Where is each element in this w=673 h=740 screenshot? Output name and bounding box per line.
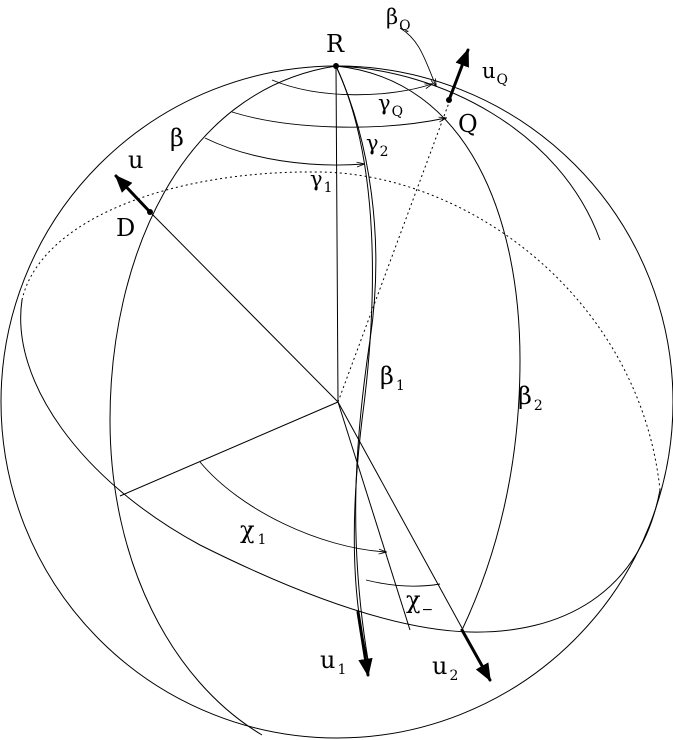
meridian-beta-1-outer [335,65,373,661]
line-center-chi [337,401,411,631]
label-gamma-Q: γQ [378,91,403,120]
vector-u-2 [460,628,492,682]
line-center-u2 [337,401,463,629]
label-D: D [116,214,135,242]
point-Q [446,97,452,103]
arc-gamma-Q [271,79,432,96]
label-R: R [326,30,345,58]
point-R [333,63,339,69]
meridian-beta-2 [335,65,521,631]
line-center-D [149,211,339,403]
vector-u-1 [356,610,373,677]
meridian-beta-1 [335,65,377,661]
meridian-Q [335,65,601,241]
arc-gamma-1 [204,137,364,165]
vector-u [114,174,152,214]
label-beta: β [170,124,184,152]
arc-chi-1 [199,461,386,552]
arc-gamma-2 [231,111,446,128]
point-D [147,209,153,215]
vector-u-Q [447,48,470,102]
label-u: u [128,146,143,174]
line-center-Q [337,99,451,403]
label-chi-minus: χ− [406,586,433,618]
line-center-left [119,401,339,497]
meridian-beta [109,65,337,736]
label-beta-Q: βQ [386,5,411,34]
arc-beta-Q [399,27,436,86]
arc-chi-minus [365,579,441,587]
great-circle-front [20,299,661,633]
label-u-Q: uQ [482,59,508,88]
label-gamma-1: γ1 [310,167,332,196]
polar-axis [335,65,339,403]
label-gamma-2: γ2 [366,131,388,160]
label-Q: Q [458,110,478,138]
